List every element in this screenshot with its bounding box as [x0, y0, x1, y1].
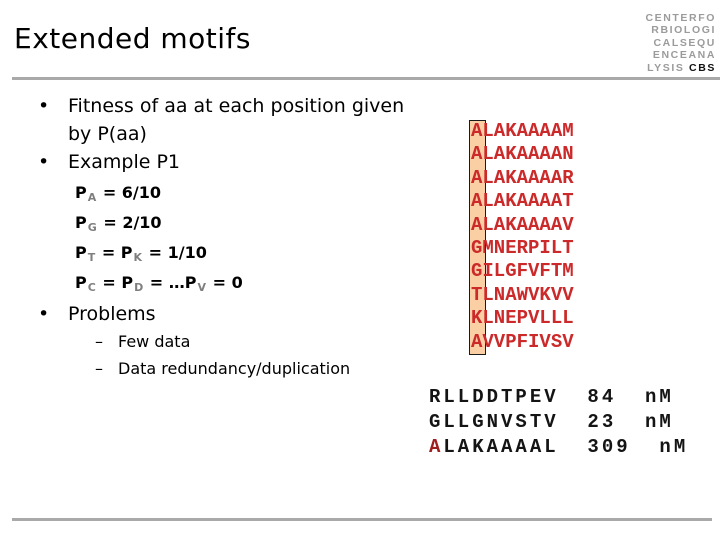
bullet-text: Example P1: [68, 151, 181, 173]
footer-divider: [12, 518, 712, 521]
sequence-row: TLNAWVKVV: [471, 283, 574, 306]
logo-line: ENCEANA: [652, 49, 716, 62]
logo-line: LYSIS CBS: [647, 61, 716, 74]
sequence-row: ALAKAAAAT: [471, 190, 574, 213]
sequence-row: ALAKAAAAM: [471, 120, 574, 142]
logo-line: CALSEQU: [653, 36, 716, 49]
sequence-first-residue: A: [471, 190, 483, 213]
sequence-first-residue: G: [471, 260, 483, 283]
sequence-row: GMNERPILT: [471, 237, 574, 260]
subitem-text: Few data: [118, 332, 191, 351]
sequence-first-residue: A: [471, 120, 483, 142]
binding-affinity-list: RLLDDTPEV 84 nM GLLGNVSTV 23 nM ALAKAAAAL …: [429, 385, 688, 460]
binding-row: GLLGNVSTV 23 nM: [429, 411, 674, 433]
binding-first-residue: G: [429, 411, 444, 433]
probability-formulas: PA = 6/10 PG = 2/10 PT = PK = 1/10 PC = PD …: [75, 180, 458, 300]
sequence-first-residue: A: [471, 330, 483, 353]
sequence-row: ALAKAAAAV: [471, 213, 574, 236]
bullet-text: Fitness of aa at each position given by …: [68, 95, 405, 145]
problems-subitem: –Data redundancy/duplication: [95, 355, 458, 382]
formula-line: PC = PD = …PV = 0: [75, 273, 243, 294]
bullet-item-problems: • Problems: [38, 300, 458, 328]
binding-row: RLLDDTPEV 84 nM: [429, 386, 674, 408]
sequence-first-residue: T: [471, 283, 483, 306]
sequence-first-residue: G: [471, 237, 483, 260]
sequence-first-residue: A: [471, 213, 483, 236]
logo-line: RBIOLOGI: [651, 24, 716, 37]
formula-line: PT = PK = 1/10: [75, 243, 207, 264]
sequence-first-residue: K: [471, 307, 483, 330]
binding-first-residue: A: [429, 436, 444, 458]
dash-marker: –: [95, 332, 103, 351]
cbs-brand: CBS: [689, 61, 716, 74]
bullet-list: • Fitness of aa at each position given b…: [38, 92, 458, 382]
binding-first-residue: R: [429, 386, 444, 408]
sequence-row: ALAKAAAAR: [471, 166, 574, 189]
formula-line: PG = 2/10: [75, 213, 162, 234]
bullet-marker: •: [38, 151, 50, 173]
sequence-row: AVVPFIVSV: [471, 330, 574, 353]
bullet-marker: •: [38, 95, 50, 117]
binding-row: ALAKAAAAL 309 nM: [429, 436, 689, 458]
problems-sublist: –Few data–Data redundancy/duplication: [95, 328, 458, 382]
dash-marker: –: [95, 359, 103, 378]
problems-subitem: –Few data: [95, 328, 458, 355]
sequence-first-residue: A: [471, 143, 483, 166]
bullet-text: Problems: [68, 303, 156, 325]
header-divider: [12, 77, 720, 80]
sequence-row: GILGFVFTM: [471, 260, 574, 283]
bullet-item-example: • Example P1: [38, 148, 458, 176]
logo-line: CENTERFO: [645, 12, 716, 24]
bullet-item-fitness: • Fitness of aa at each position given b…: [38, 92, 458, 148]
sequence-row: ALAKAAAAN: [471, 143, 574, 166]
first-column-highlight: [469, 120, 486, 355]
bullet-marker: •: [38, 303, 50, 325]
subitem-text: Data redundancy/duplication: [118, 359, 351, 378]
page-title: Extended motifs: [14, 22, 251, 55]
sequence-row: KLNEPVLLL: [471, 307, 574, 330]
sequence-first-residue: A: [471, 166, 483, 189]
formula-line: PA = 6/10: [75, 183, 162, 204]
